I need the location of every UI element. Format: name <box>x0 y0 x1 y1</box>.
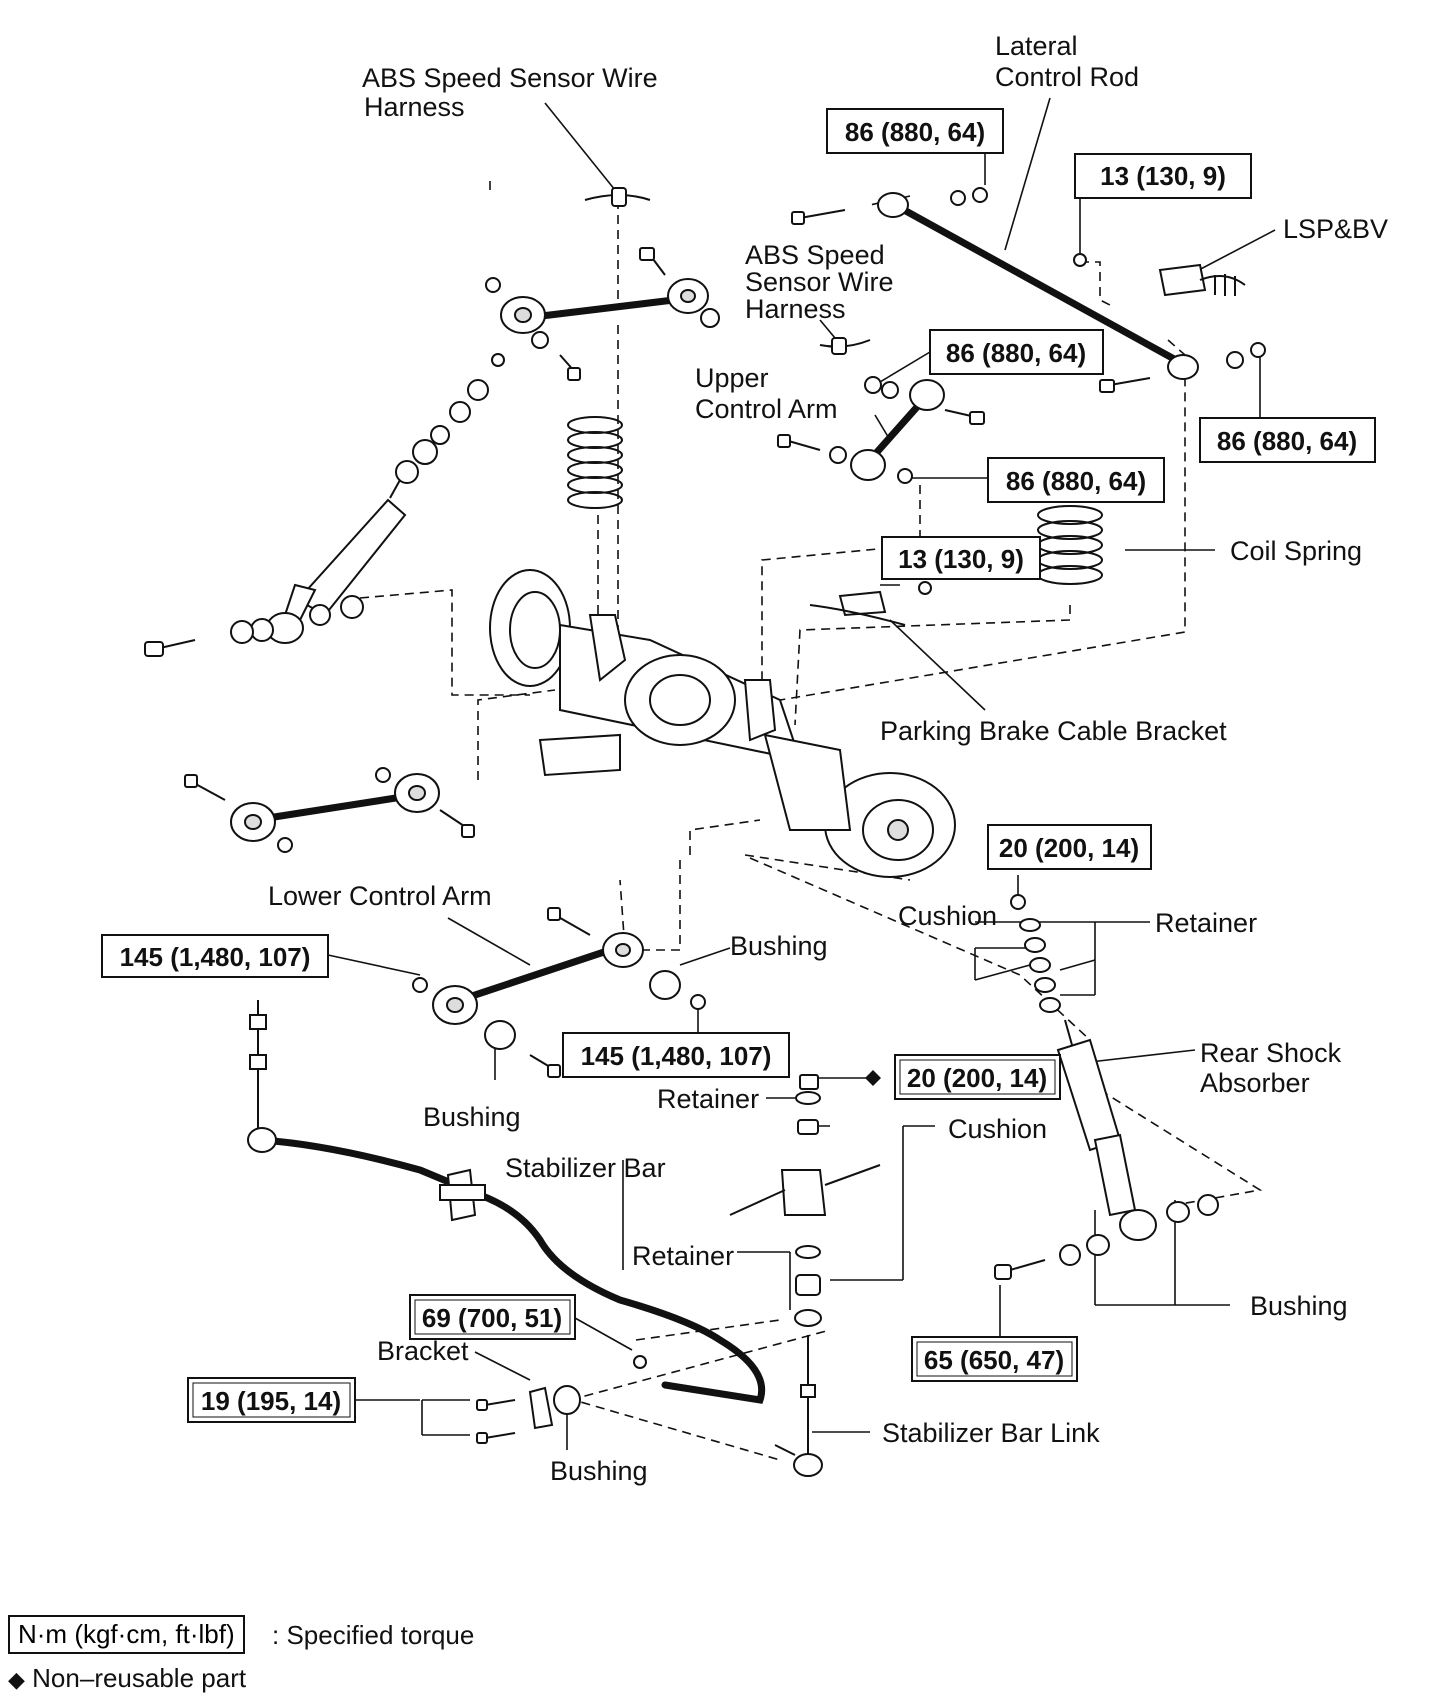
label-upper-control-arm: Upper <box>695 363 769 393</box>
label-cushion-2: Cushion <box>948 1114 1047 1144</box>
non-reusable-diamond-marker <box>865 1070 881 1086</box>
svg-text:145 (1,480, 107): 145 (1,480, 107) <box>120 942 311 972</box>
svg-text:13 (130, 9): 13 (130, 9) <box>898 544 1024 574</box>
label-bushing-3: Bushing <box>1250 1291 1348 1321</box>
legend-torque-description: : Specified torque <box>272 1620 475 1650</box>
rear-shock-absorber-right <box>994 894 1219 1280</box>
svg-text:69 (700, 51): 69 (700, 51) <box>422 1303 562 1333</box>
label-rear-shock-absorber-line2: Absorber <box>1200 1068 1310 1098</box>
label-bushing-4: Bushing <box>550 1456 648 1486</box>
svg-text:86 (880, 64): 86 (880, 64) <box>1006 466 1146 496</box>
torque-box-20-upper: 20 (200, 14) <box>987 824 1152 870</box>
torque-box-20-lower: 20 (200, 14) <box>894 1054 1061 1100</box>
label-lspbv: LSP&BV <box>1283 214 1388 244</box>
label-bushing-1: Bushing <box>730 931 828 961</box>
label-abs-wire-harness-2: ABS Speed <box>745 240 885 270</box>
lower-control-arm-front <box>412 907 706 1078</box>
torque-box-13-mid: 13 (130, 9) <box>881 536 1041 580</box>
label-cushion-1: Cushion <box>898 901 997 931</box>
label-lateral-control-rod-line2: Control Rod <box>995 62 1139 92</box>
svg-text:86 (880, 64): 86 (880, 64) <box>946 338 1086 368</box>
stabilizer-bar <box>247 1000 766 1444</box>
label-abs-wire-harness-2-line3: Harness <box>745 294 846 324</box>
label-abs-wire-harness-1: ABS Speed Sensor Wire <box>362 63 658 93</box>
label-abs-wire-harness-2-line2: Sensor Wire <box>745 267 894 297</box>
svg-text:20 (200, 14): 20 (200, 14) <box>907 1063 1047 1093</box>
torque-box-86-right: 86 (880, 64) <box>1199 417 1376 463</box>
torque-box-69: 69 (700, 51) <box>409 1294 576 1340</box>
label-lower-control-arm: Lower Control Arm <box>268 881 492 911</box>
torque-box-145-mid: 145 (1,480, 107) <box>562 1032 790 1078</box>
legend-torque-unit-box: N·m (kgf·cm, ft·lbf) <box>8 1615 245 1654</box>
abs-wire-harness-mid <box>819 337 871 355</box>
torque-box-65: 65 (650, 47) <box>911 1336 1078 1382</box>
svg-text:65 (650, 47): 65 (650, 47) <box>924 1345 1064 1375</box>
legend-diamond-icon: ◆ <box>8 1667 25 1692</box>
torque-box-19: 19 (195, 14) <box>187 1377 356 1423</box>
label-stabilizer-bar-link: Stabilizer Bar Link <box>882 1418 1100 1448</box>
torque-box-86-mid: 86 (880, 64) <box>987 457 1165 503</box>
legend-non-reusable-text: Non–reusable part <box>32 1663 247 1693</box>
label-retainer-3: Retainer <box>632 1241 734 1271</box>
abs-wire-harness-top <box>584 187 651 207</box>
lower-control-arm-rear-left <box>184 767 475 853</box>
label-upper-control-arm-line2: Control Arm <box>695 394 838 424</box>
label-rear-shock-absorber: Rear Shock <box>1200 1038 1342 1068</box>
svg-text:145 (1,480, 107): 145 (1,480, 107) <box>581 1041 772 1071</box>
torque-box-145-left: 145 (1,480, 107) <box>101 934 329 978</box>
stabilizer-link-parts <box>729 1074 881 1477</box>
svg-text:13 (130, 9): 13 (130, 9) <box>1100 161 1226 191</box>
label-lateral-control-rod: Lateral <box>995 31 1078 61</box>
torque-box-13-top: 13 (130, 9) <box>1074 153 1252 199</box>
legend-torque-unit: N·m (kgf·cm, ft·lbf) <box>18 1619 235 1649</box>
coil-spring-right <box>1037 505 1103 585</box>
svg-text:86 (880, 64): 86 (880, 64) <box>845 117 985 147</box>
label-retainer-1: Retainer <box>1155 908 1257 938</box>
label-bushing-2: Bushing <box>423 1102 521 1132</box>
label-stabilizer-bar: Stabilizer Bar <box>505 1153 666 1183</box>
parking-brake-cable-bracket <box>809 581 932 626</box>
label-parking-brake-cable-bracket: Parking Brake Cable Bracket <box>880 716 1227 746</box>
svg-text:19 (195, 14): 19 (195, 14) <box>201 1386 341 1416</box>
svg-text:20 (200, 14): 20 (200, 14) <box>999 833 1139 863</box>
upper-control-arm-left <box>485 247 720 381</box>
label-retainer-2: Retainer <box>657 1084 759 1114</box>
coil-spring-left <box>567 416 623 509</box>
torque-box-86-upper: 86 (880, 64) <box>929 329 1104 375</box>
label-coil-spring: Coil Spring <box>1230 536 1362 566</box>
lspbv-valve <box>1158 263 1246 297</box>
shock-absorber-left <box>144 353 505 657</box>
legend-non-reusable-row: ◆ Non–reusable part <box>8 1663 246 1694</box>
label-bracket: Bracket <box>377 1336 469 1366</box>
torque-box-86-top: 86 (880, 64) <box>826 108 1004 154</box>
upper-control-arm-right <box>777 376 985 484</box>
label-abs-wire-harness-1-line2: Harness <box>364 92 465 122</box>
rear-axle-housing <box>489 569 956 878</box>
svg-text:86 (880, 64): 86 (880, 64) <box>1217 426 1357 456</box>
lateral-control-rod <box>791 187 1266 393</box>
